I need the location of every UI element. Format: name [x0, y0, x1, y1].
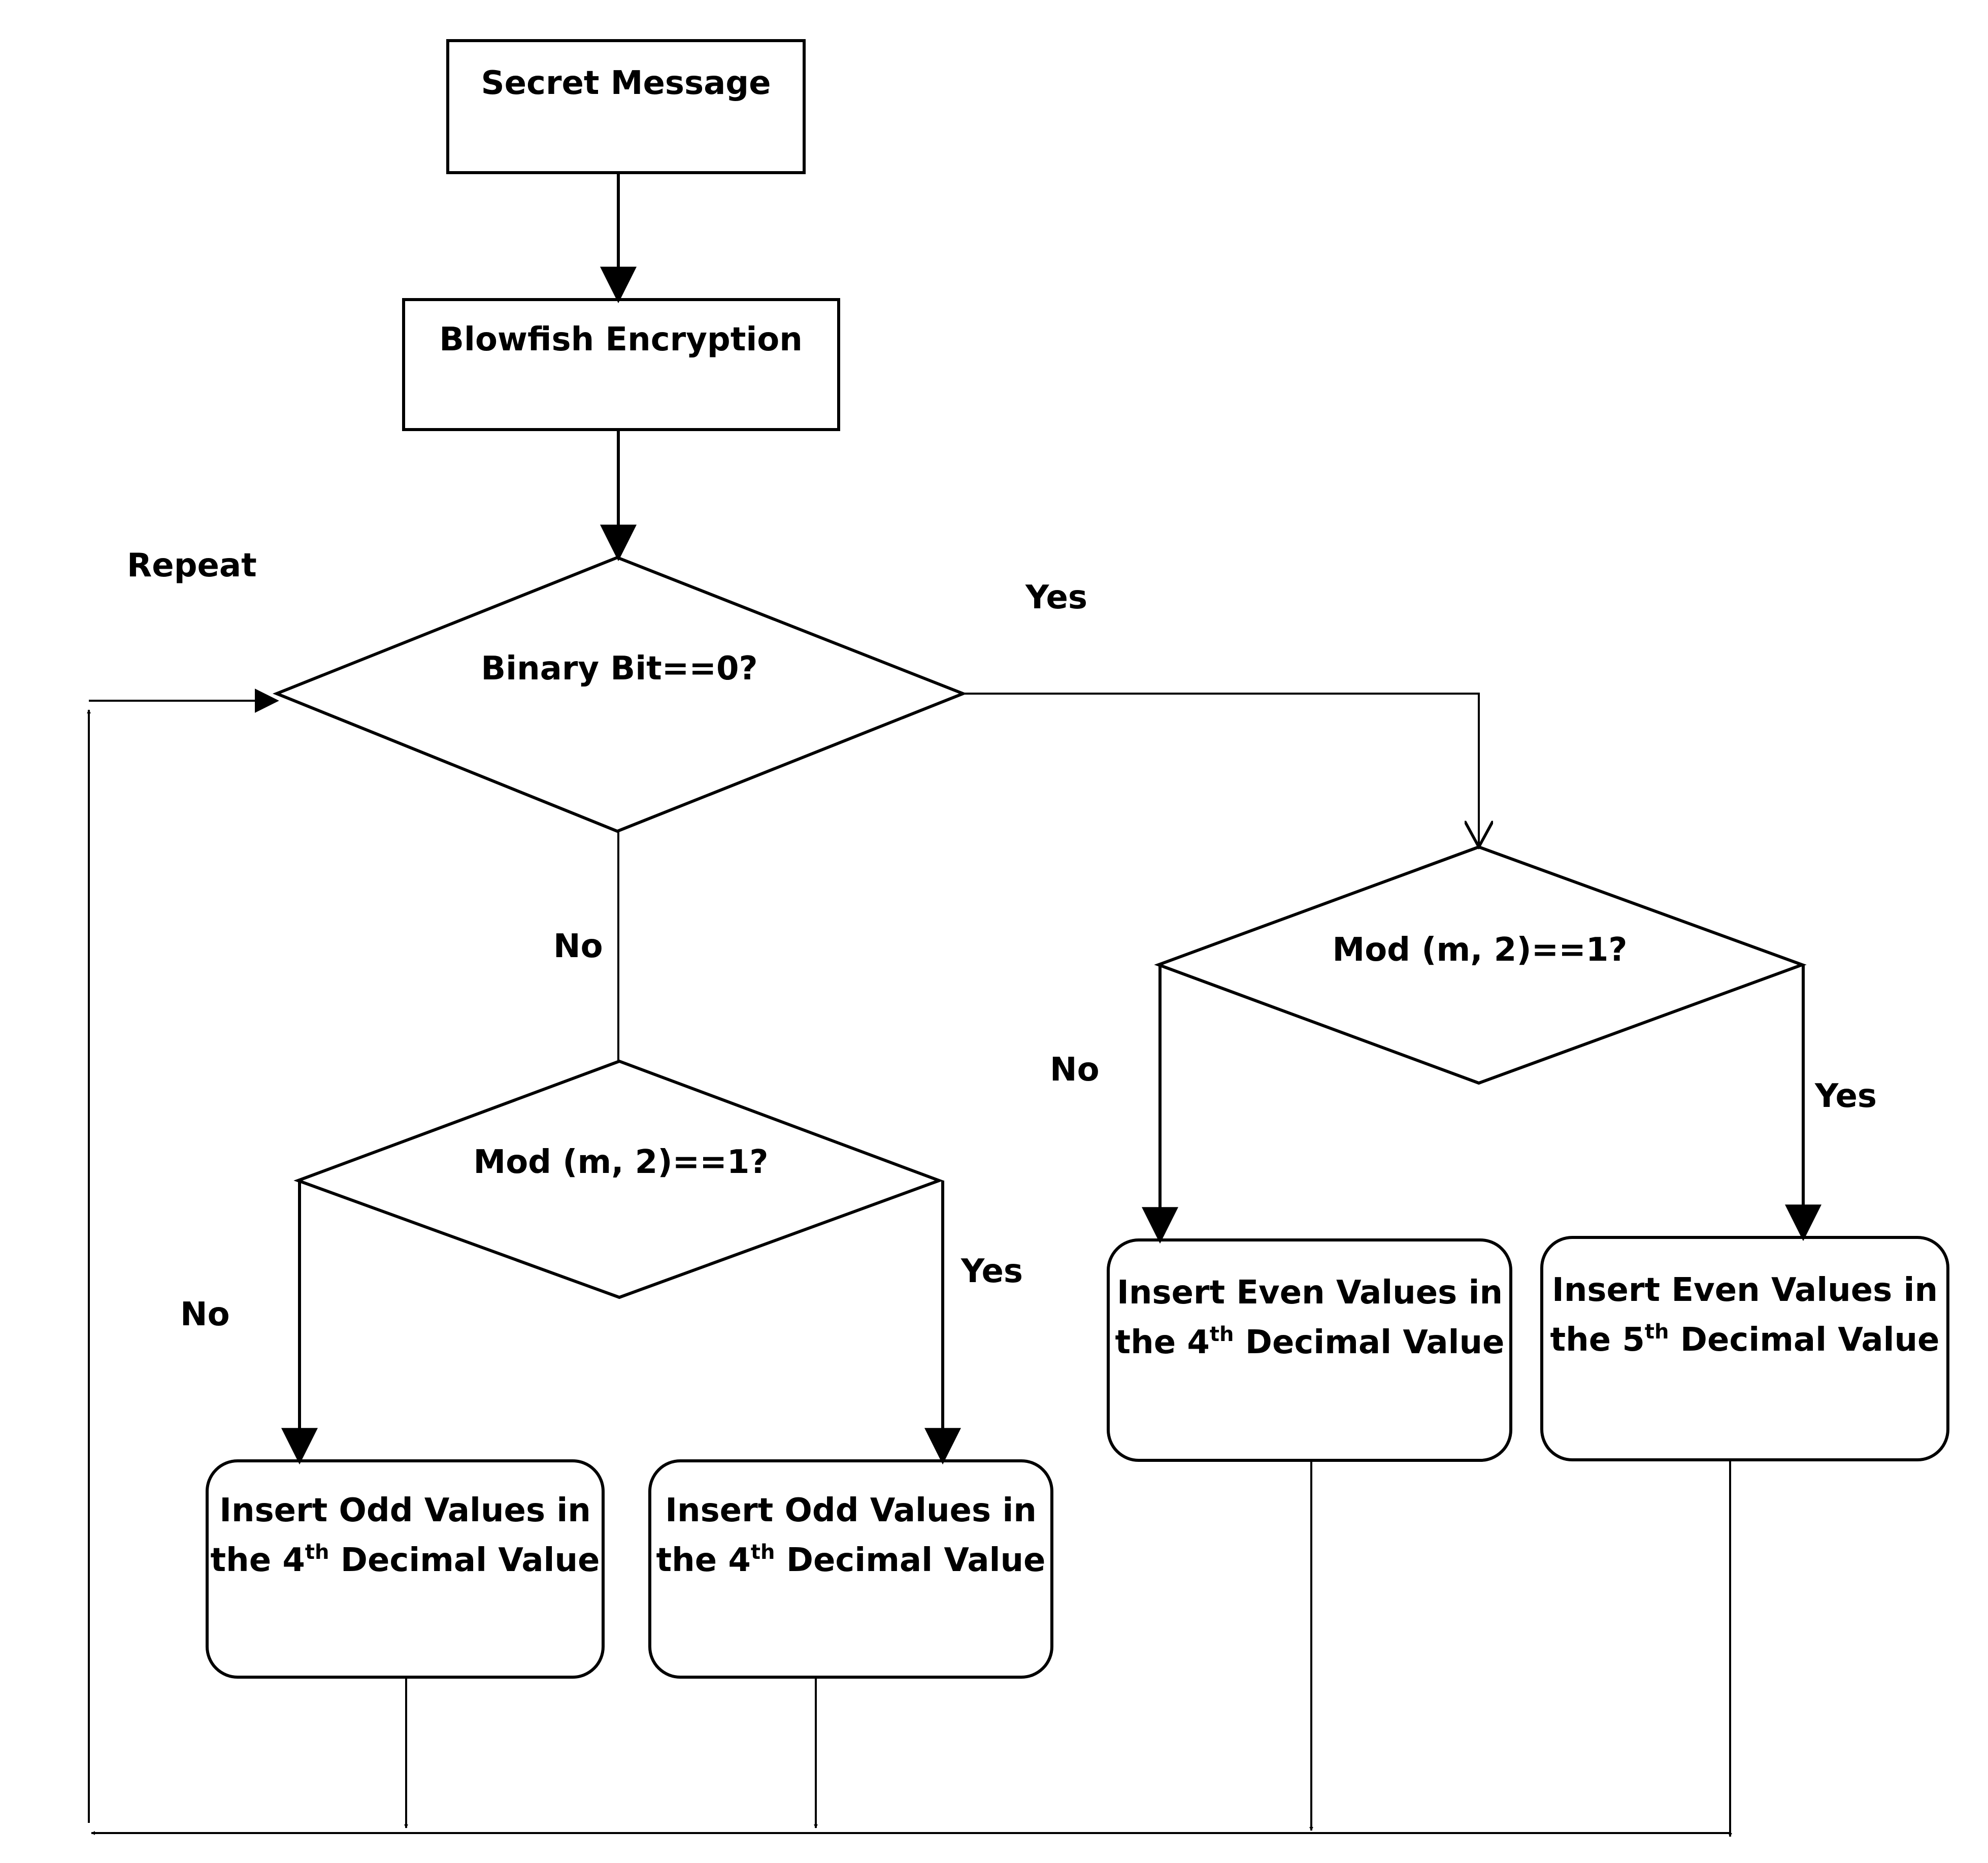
- blowfish-encryption-box: [402, 298, 840, 431]
- mod-right-decision: [1154, 845, 1807, 1085]
- insert-odd-4th-yes-line1: Insert Odd Values in: [665, 1492, 1037, 1529]
- blowfish-encryption-label: Blowfish Encryption: [439, 321, 803, 358]
- mod-right-label: Mod (m, 2)==1?: [1333, 931, 1628, 969]
- yes-mod-left-label: Yes: [960, 1253, 1023, 1290]
- insert-even-4th-line1: Insert Even Values in: [1117, 1274, 1503, 1312]
- insert-even-5th-line2: the 5th Decimal Value: [1550, 1320, 1940, 1359]
- mod-left-decision: [293, 1059, 944, 1299]
- mod-left-label: Mod (m, 2)==1?: [474, 1143, 769, 1181]
- no-binary-label: No: [553, 928, 603, 965]
- no-mod-left-label: No: [180, 1296, 230, 1333]
- insert-odd-4th-no-line2: the 4th Decimal Value: [211, 1541, 600, 1579]
- insert-odd-4th-yes-line2: the 4th Decimal Value: [656, 1541, 1046, 1579]
- binary-bit-label: Binary Bit==0?: [481, 650, 757, 688]
- insert-even-4th-line2: the 4th Decimal Value: [1115, 1323, 1505, 1361]
- binary-bit-decision: [272, 555, 968, 833]
- repeat-label: Repeat: [127, 547, 257, 584]
- secret-message-label: Secret Message: [481, 64, 771, 102]
- secret-message-box: [446, 39, 806, 174]
- yes-mod-right-label: Yes: [1814, 1077, 1877, 1115]
- yes-binary-label: Yes: [1025, 579, 1087, 616]
- insert-even-4th-box: [1107, 1238, 1512, 1462]
- no-mod-right-label: No: [1050, 1051, 1100, 1089]
- insert-odd-4th-no-line1: Insert Odd Values in: [219, 1492, 591, 1529]
- insert-even-5th-line1: Insert Even Values in: [1552, 1271, 1938, 1309]
- insert-odd-4th-yes-box: [648, 1459, 1053, 1679]
- arrow-binary-yes-to-mod-right: [963, 693, 1479, 847]
- insert-even-5th-box: [1540, 1236, 1949, 1461]
